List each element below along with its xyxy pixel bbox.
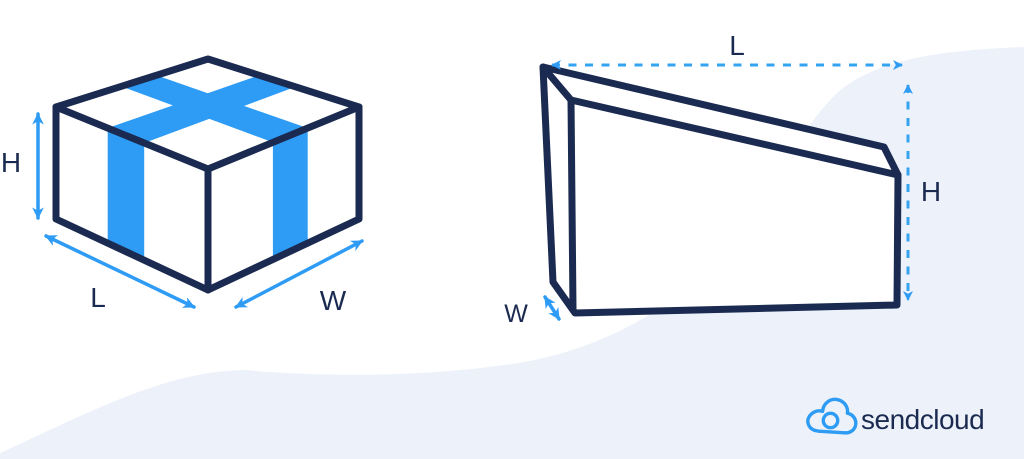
wedge-height-label: H (921, 176, 941, 207)
box-width-arrow (234, 239, 364, 309)
tape-band-top-left (107, 75, 296, 143)
taped-box-illustration: H L W (1, 55, 364, 316)
box-height-label: H (1, 147, 21, 178)
box-length-arrow (44, 234, 196, 309)
tape-band-right-face (272, 128, 308, 260)
box-length-label: L (90, 282, 106, 313)
wedge-width-arrow (543, 295, 561, 321)
box-inner-edges (52, 103, 363, 294)
wedge-length-label: L (729, 30, 745, 61)
wedge-inner-edges (539, 63, 902, 313)
wedge-outline (539, 63, 902, 317)
wedge-package-illustration: L H W (504, 30, 941, 328)
sendcloud-wordmark: sendcloud (861, 404, 984, 435)
box-width-label: W (320, 285, 347, 316)
tape-band-left-face (107, 128, 145, 261)
wave-background (0, 47, 1024, 459)
wedge-width-label: W (504, 300, 528, 328)
wedge-faces (543, 67, 898, 313)
sendcloud-logo: sendcloud (806, 397, 985, 435)
sendcloud-cloud-icon (806, 397, 858, 435)
